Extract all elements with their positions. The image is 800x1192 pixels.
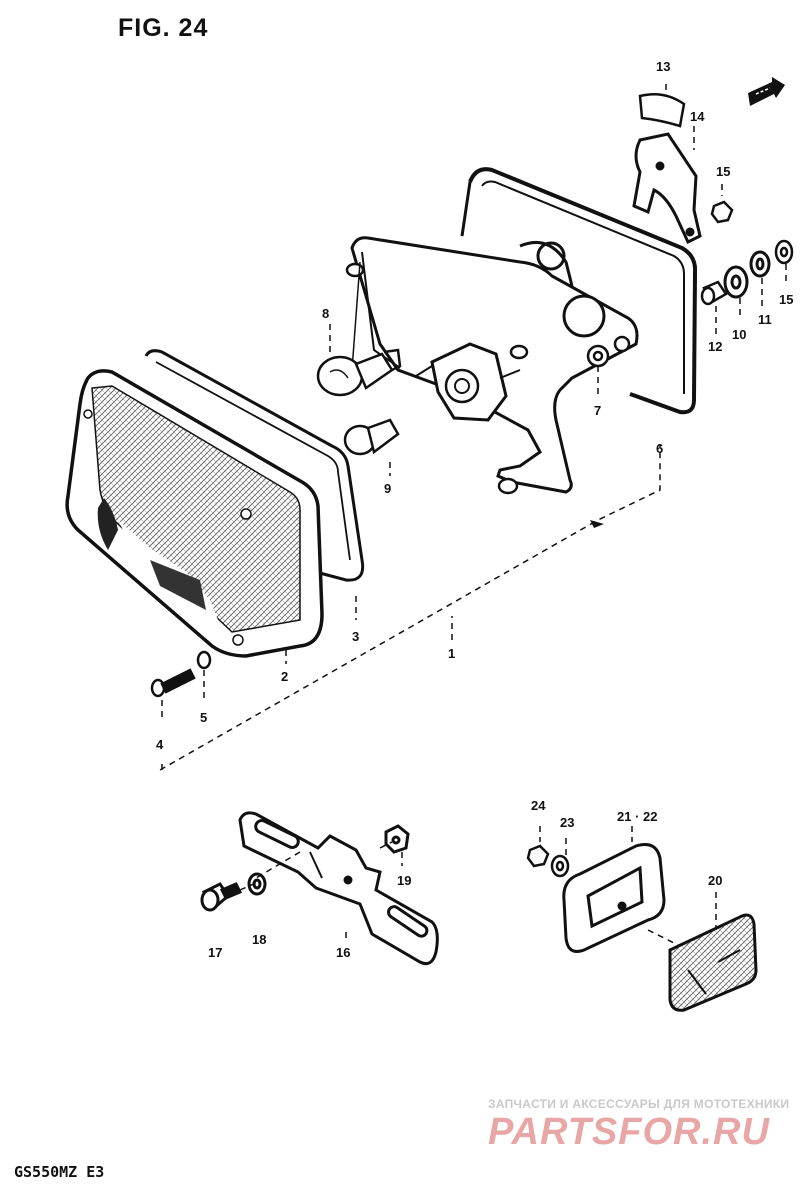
label-8: 8: [322, 306, 329, 321]
label-20: 20: [708, 873, 722, 888]
stud-12: [700, 280, 728, 306]
washer-5: [196, 650, 212, 670]
label-23: 23: [560, 815, 574, 830]
washer-23: [550, 854, 570, 878]
label-24: 24: [531, 798, 546, 813]
lamp-housing: [345, 236, 639, 495]
license-lens-20: [668, 913, 758, 1012]
watermark-brand-logo: PARTSFOR.RU: [488, 1111, 770, 1153]
label-11: 11: [758, 312, 772, 327]
tail-lens: [65, 369, 324, 658]
washer-18: [247, 872, 267, 896]
label-15-side: 15: [779, 292, 793, 307]
tail-bulb: [316, 348, 402, 397]
washer-11: [749, 250, 771, 278]
label-17: 17: [208, 945, 222, 960]
nut-24: [526, 844, 550, 868]
label-7: 7: [594, 403, 601, 418]
label-12: 12: [708, 339, 722, 354]
nut-19: [384, 824, 410, 854]
label-1: 1: [448, 646, 455, 661]
label-21-22: 21 · 22: [617, 809, 657, 824]
screw-4: [150, 668, 196, 698]
label-13: 13: [656, 59, 670, 74]
label-16: 16: [336, 945, 350, 960]
lamp-bracket: [632, 132, 702, 245]
lens-gasket: [144, 349, 365, 582]
model-code: GS550MZ E3: [14, 1163, 105, 1181]
label-15-upper: 15: [716, 164, 730, 179]
label-10: 10: [732, 327, 746, 342]
label-3: 3: [352, 629, 359, 644]
watermark-caption: ЗАПЧАСТИ И АКСЕССУАРЫ ДЛЯ МОТОТЕХНИКИ: [488, 1097, 790, 1111]
collar-7: [586, 344, 610, 368]
label-5: 5: [200, 710, 207, 725]
license-lamp-housing: [562, 843, 666, 953]
label-4: 4: [156, 737, 164, 752]
label-18: 18: [252, 932, 266, 947]
washer-10: [723, 265, 749, 299]
label-9: 9: [384, 481, 391, 496]
plate-bracket-16: [238, 811, 439, 966]
label-6: 6: [656, 441, 663, 456]
position-bulb: [343, 418, 400, 456]
label-2: 2: [281, 669, 288, 684]
housing-gasket-frame: [460, 167, 698, 415]
front-arrow-icon: [748, 77, 785, 106]
bolt-17: [200, 882, 243, 912]
label-14: 14: [690, 109, 705, 124]
label-19: 19: [397, 873, 411, 888]
part-labels: 1 2 3 4 5 6 7 8 9 10 11 12 13 14 15 15 1…: [156, 59, 793, 960]
arrow-head-icon: [590, 520, 604, 528]
figure-title: FIG. 24: [118, 14, 209, 42]
reflector-cap: [638, 93, 686, 128]
nut-15-side: [774, 239, 794, 265]
nut-15-upper: [710, 200, 734, 224]
leader-lines: [159, 84, 787, 947]
